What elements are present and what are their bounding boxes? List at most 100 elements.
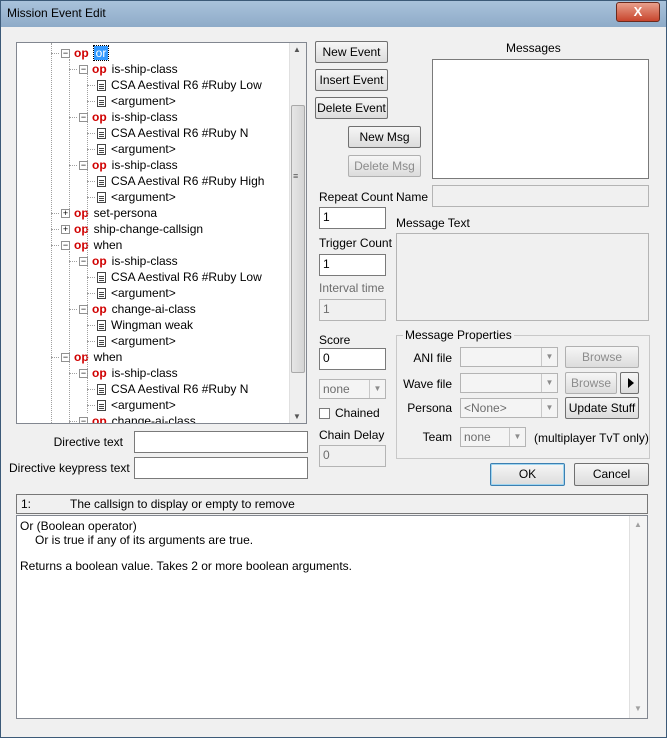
- directive-text-input[interactable]: [134, 431, 308, 453]
- message-text-area[interactable]: [396, 233, 649, 321]
- title-bar[interactable]: Mission Event Edit X: [1, 1, 666, 27]
- directive-keypress-input[interactable]: [134, 457, 308, 479]
- collapse-icon[interactable]: −: [79, 64, 88, 75]
- tree-connector: [51, 357, 59, 358]
- tree-node-label: when: [93, 350, 123, 364]
- team-select[interactable]: none ▼: [319, 379, 386, 399]
- cancel-button[interactable]: Cancel: [574, 463, 649, 486]
- name-input[interactable]: [432, 185, 649, 207]
- operator-icon: op: [92, 110, 107, 124]
- tree-argument-node[interactable]: Wingman weak: [97, 317, 193, 333]
- tree-connector: [51, 213, 59, 214]
- wave-file-select[interactable]: ▼: [460, 373, 558, 393]
- interval-time-label: Interval time: [319, 281, 385, 295]
- delete-msg-button[interactable]: Delete Msg: [348, 155, 421, 177]
- tree-argument-node[interactable]: <argument>: [97, 189, 176, 205]
- persona-select[interactable]: <None> ▼: [460, 398, 558, 418]
- ani-browse-button[interactable]: Browse: [565, 346, 639, 368]
- collapse-icon[interactable]: −: [61, 240, 70, 251]
- argument-document-icon: [97, 80, 106, 92]
- msg-team-select[interactable]: none ▼: [460, 427, 526, 447]
- tree-argument-node[interactable]: CSA Aestival R6 #Ruby N: [97, 125, 248, 141]
- interval-time-input[interactable]: 1: [319, 299, 386, 321]
- scroll-up-arrow-icon[interactable]: ▲: [634, 520, 642, 529]
- tree-argument-node[interactable]: <argument>: [97, 93, 176, 109]
- checkbox-box[interactable]: [319, 408, 330, 420]
- tree-argument-node[interactable]: <argument>: [97, 333, 176, 349]
- collapse-icon[interactable]: −: [79, 417, 88, 423]
- repeat-count-input[interactable]: 1: [319, 207, 386, 229]
- repeat-count-label: Repeat Count: [319, 190, 394, 204]
- new-event-button[interactable]: New Event: [315, 41, 388, 63]
- tree-node-label: <argument>: [111, 190, 176, 204]
- expand-icon[interactable]: +: [61, 208, 70, 219]
- tree-connector: [69, 309, 77, 310]
- trigger-count-input[interactable]: 1: [319, 254, 386, 276]
- tree-node-label: set-persona: [93, 206, 158, 220]
- tree-connector: [87, 133, 95, 134]
- collapse-icon[interactable]: −: [61, 48, 70, 59]
- argument-document-icon: [97, 272, 106, 284]
- tree-vertical-scrollbar[interactable]: ▲ ≡ ▼: [289, 43, 306, 423]
- messages-list[interactable]: [432, 59, 649, 179]
- tree-argument-node[interactable]: CSA Aestival R6 #Ruby High: [97, 173, 264, 189]
- tree-operator-node[interactable]: + op set-persona: [61, 205, 157, 221]
- tree-argument-node[interactable]: CSA Aestival R6 #Ruby Low: [97, 77, 262, 93]
- tree-connector: [87, 341, 95, 342]
- play-wave-button[interactable]: [620, 372, 639, 394]
- update-stuff-button[interactable]: Update Stuff: [565, 397, 639, 419]
- tree-connector: [69, 421, 77, 422]
- tree-argument-node[interactable]: CSA Aestival R6 #Ruby Low: [97, 269, 262, 285]
- directive-keypress-label: Directive keypress text: [9, 461, 130, 475]
- ani-file-select[interactable]: ▼: [460, 347, 558, 367]
- scroll-down-arrow-icon[interactable]: ▼: [293, 412, 301, 421]
- argument-document-icon: [97, 176, 106, 188]
- operator-icon: op: [92, 62, 107, 76]
- chained-checkbox[interactable]: Chained: [319, 406, 380, 420]
- delete-event-button[interactable]: Delete Event: [315, 97, 388, 119]
- chain-delay-input[interactable]: 0: [319, 445, 386, 467]
- operator-icon: op: [74, 350, 89, 364]
- scroll-up-arrow-icon[interactable]: ▲: [293, 45, 301, 54]
- argument-document-icon: [97, 384, 106, 396]
- tree-node-label: ship-change-callsign: [93, 222, 204, 236]
- tree-argument-node[interactable]: CSA Aestival R6 #Ruby N: [97, 381, 248, 397]
- scroll-down-arrow-icon[interactable]: ▼: [634, 704, 642, 713]
- expand-icon[interactable]: +: [61, 224, 70, 235]
- help-description: Or is true if any of its arguments are t…: [35, 533, 254, 547]
- chevron-down-icon: ▼: [509, 428, 525, 446]
- tree-connector: [69, 117, 77, 118]
- help-vertical-scrollbar[interactable]: ▲ ▼: [629, 516, 647, 718]
- tree-connector: [51, 53, 59, 54]
- tree-argument-node[interactable]: <argument>: [97, 285, 176, 301]
- new-msg-button[interactable]: New Msg: [348, 126, 421, 148]
- ok-button[interactable]: OK: [490, 463, 565, 486]
- close-button[interactable]: X: [616, 2, 660, 22]
- tree-argument-node[interactable]: <argument>: [97, 141, 176, 157]
- insert-event-button[interactable]: Insert Event: [315, 69, 388, 91]
- play-icon: [628, 378, 634, 388]
- sexp-help-box[interactable]: Or (Boolean operator) Or is true if any …: [16, 515, 648, 719]
- trigger-count-label: Trigger Count: [319, 236, 392, 250]
- operator-icon: op: [74, 206, 89, 220]
- chained-label: Chained: [335, 406, 380, 420]
- message-properties-group: Message Properties: [396, 328, 650, 459]
- scrollbar-thumb[interactable]: [291, 105, 305, 373]
- score-input[interactable]: 0: [319, 348, 386, 370]
- wave-browse-button[interactable]: Browse: [565, 372, 617, 394]
- tree-argument-node[interactable]: <argument>: [97, 397, 176, 413]
